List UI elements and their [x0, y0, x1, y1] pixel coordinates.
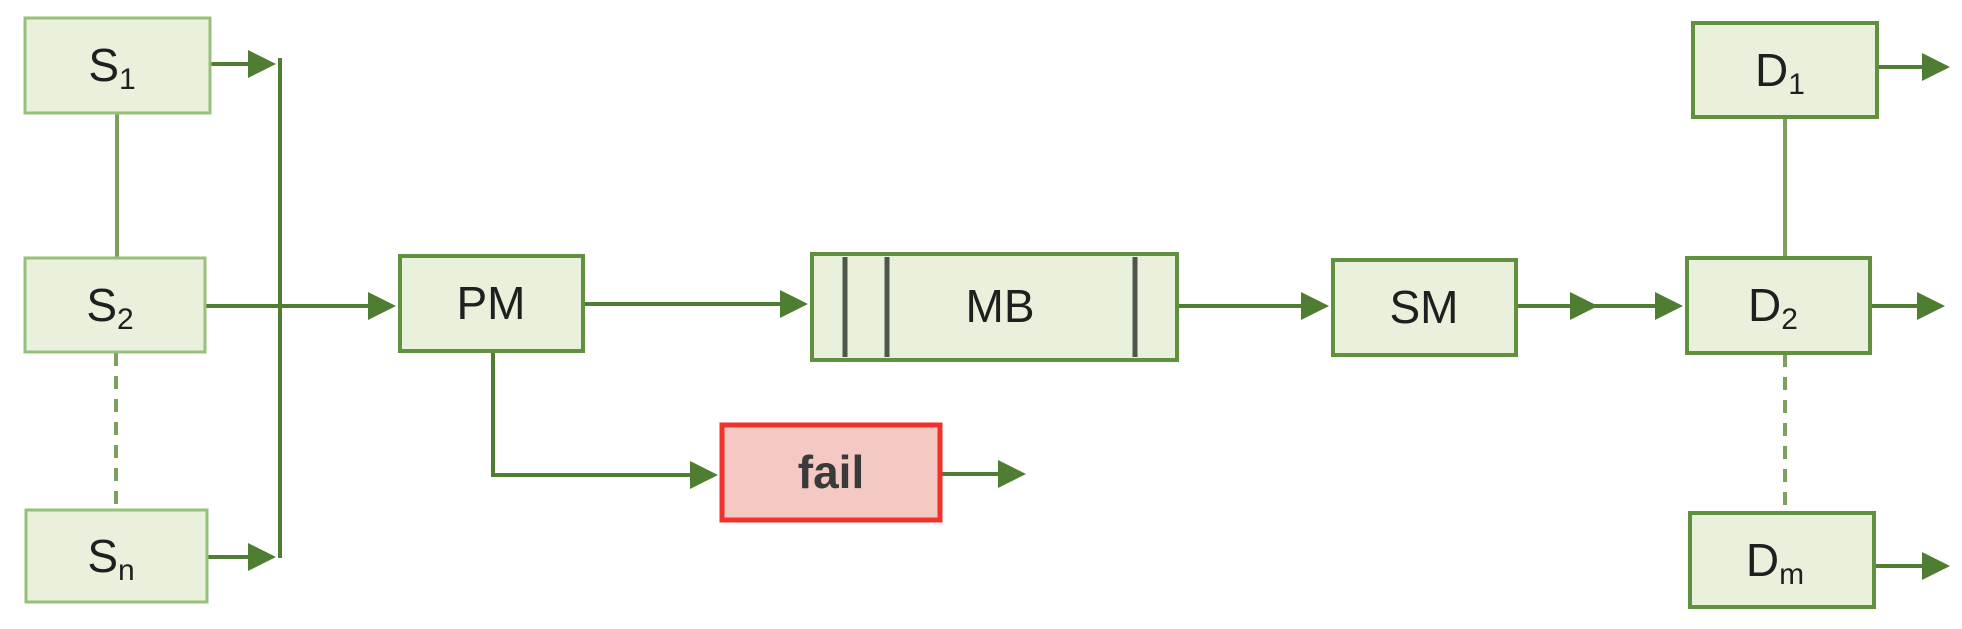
node-fail-box [719, 422, 943, 523]
node-sn-box [24, 508, 209, 604]
node-d1-label-sub: 1 [1788, 68, 1805, 101]
node-d1-label: D1 [1755, 44, 1805, 101]
node-d1-label-base: D [1755, 44, 1788, 96]
node-mb-label: MB [966, 280, 1035, 332]
node-sm-box [1331, 258, 1518, 357]
node-pm-box [398, 254, 585, 353]
node-fail-label: fail [798, 446, 864, 498]
node-s2-label-sub: 2 [117, 303, 134, 336]
node-mb-box [810, 252, 1179, 362]
node-s2-box [23, 256, 207, 354]
node-sn-label-sub: n [118, 554, 135, 587]
node-sn-label: Sn [87, 530, 134, 587]
node-d2-box [1685, 256, 1872, 355]
node-d1-box [1691, 21, 1879, 119]
node-sm-label: SM [1390, 281, 1459, 333]
node-dm-label: Dm [1746, 534, 1804, 591]
node-pm-label: PM [457, 277, 526, 329]
node-s2-label: S2 [86, 279, 133, 336]
node-d2-label-base: D [1748, 279, 1781, 331]
node-dm-box [1688, 511, 1876, 609]
node-sn-label-base: S [87, 530, 118, 582]
node-d2-label-sub: 2 [1781, 303, 1798, 336]
node-s1-label-base: S [88, 39, 119, 91]
node-s1-label-sub: 1 [119, 63, 136, 96]
node-s1-label: S1 [88, 39, 135, 96]
node-dm-label-base: D [1746, 534, 1779, 586]
arrow-pm-to-fail [491, 351, 718, 489]
node-dm-label-sub: m [1779, 558, 1804, 591]
node-d2-label: D2 [1748, 279, 1798, 336]
node-s1-box [23, 16, 212, 115]
node-s2-label-base: S [86, 279, 117, 331]
